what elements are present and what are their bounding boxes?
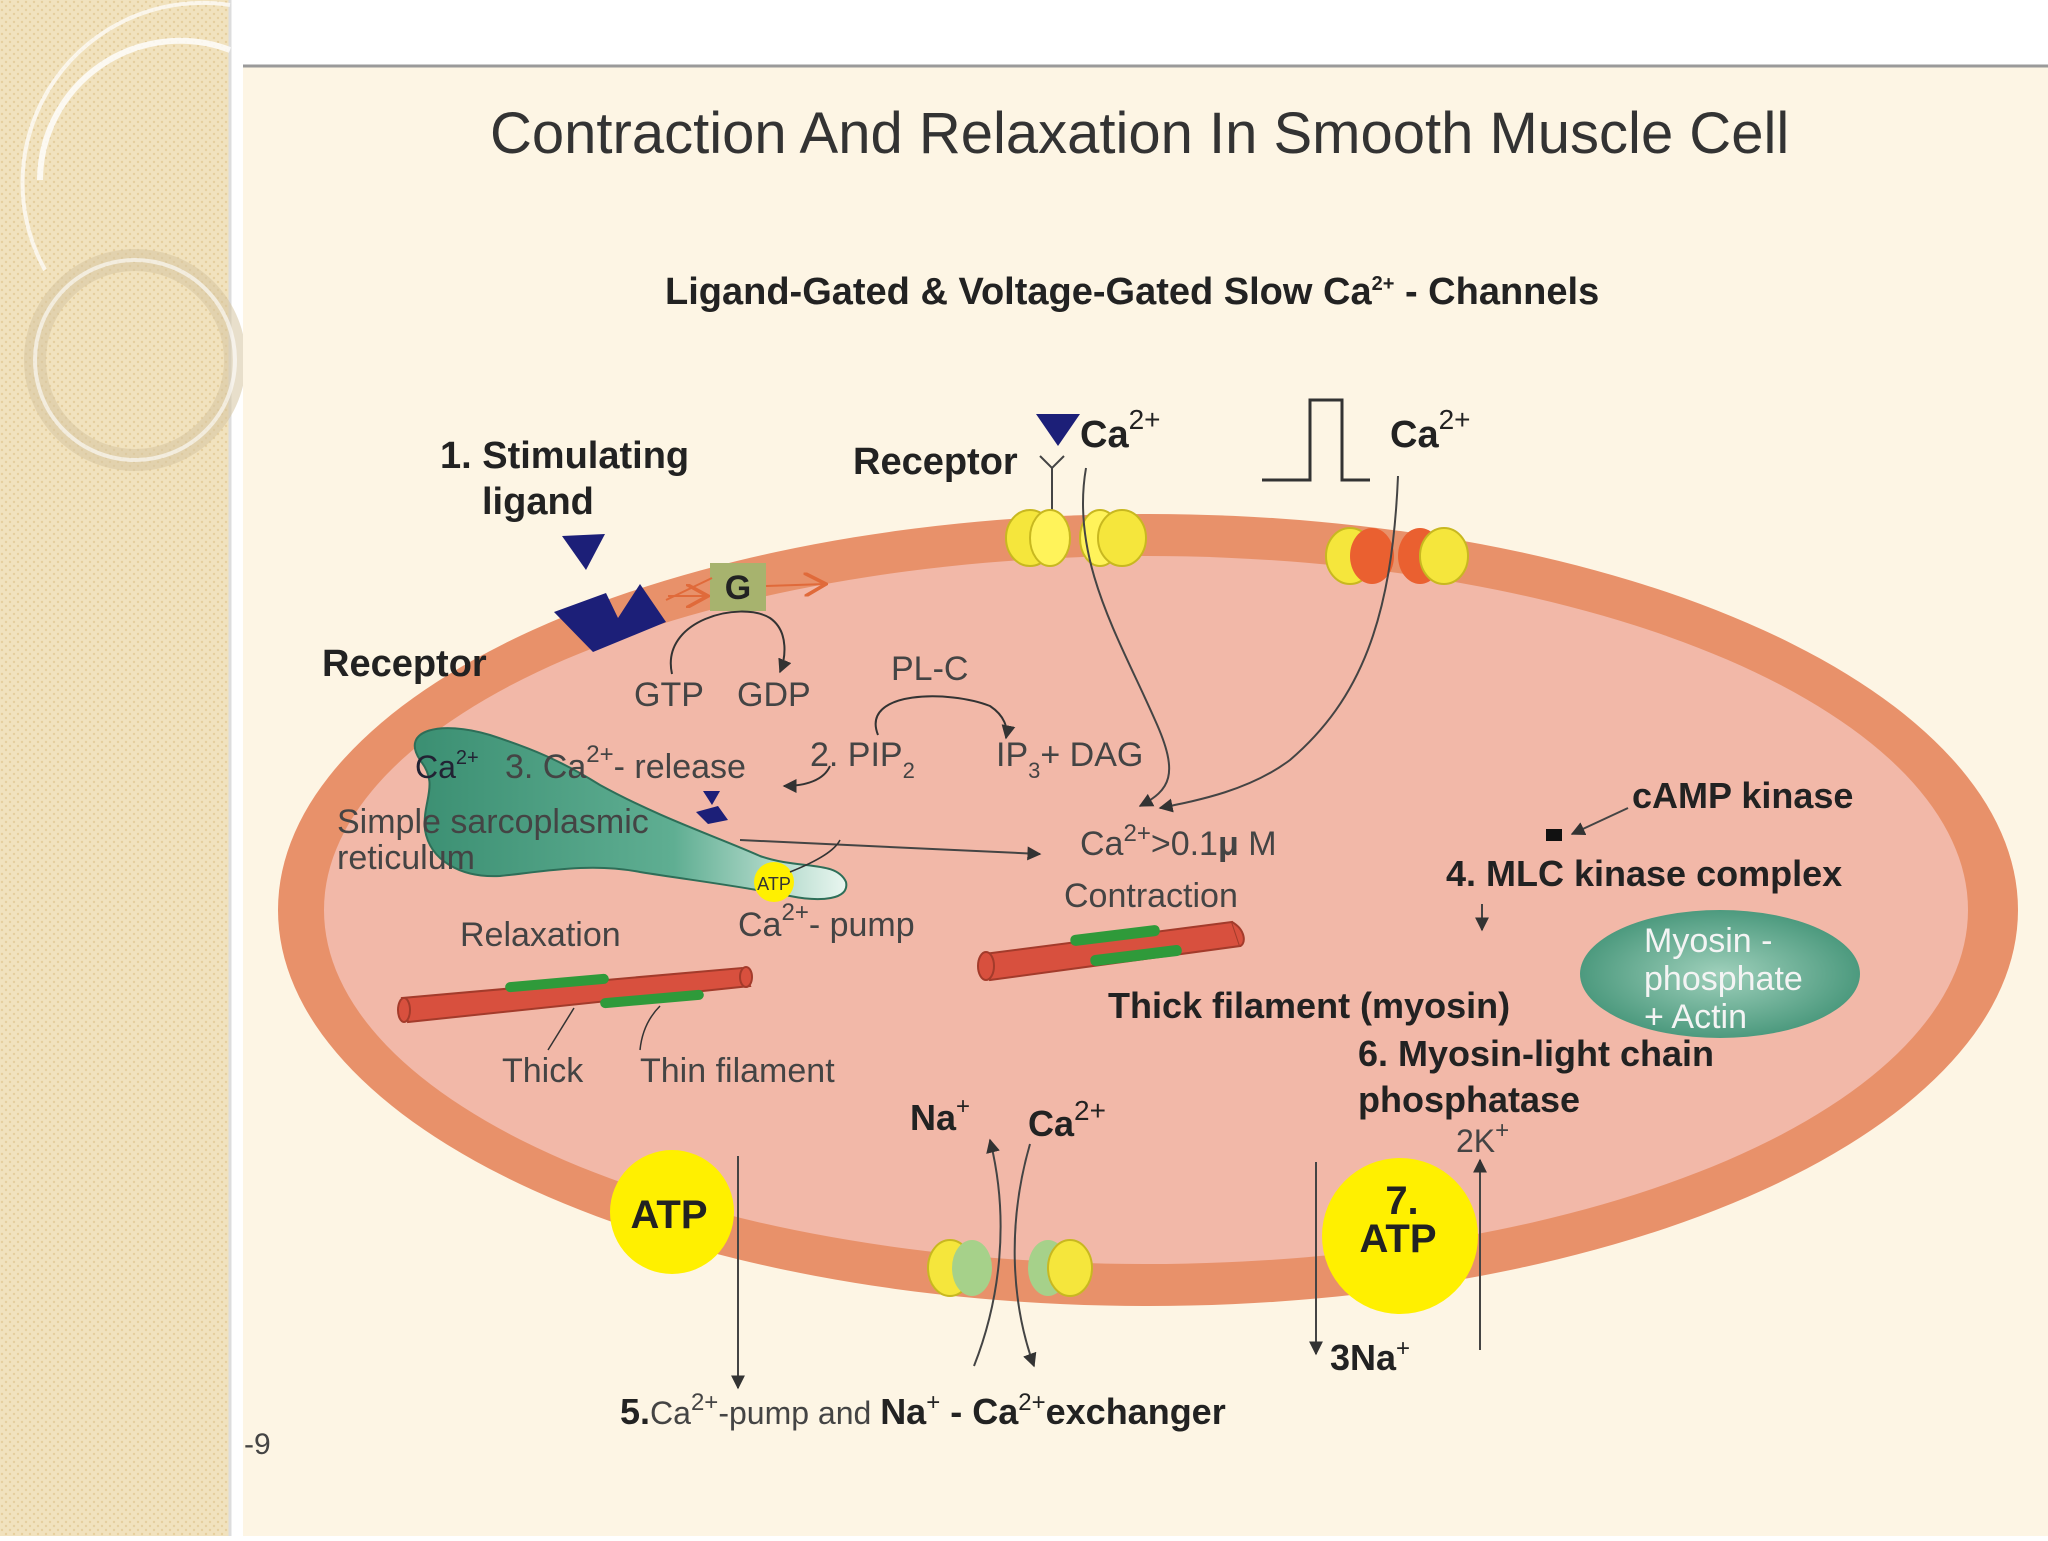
plc-arrow bbox=[874, 695, 1016, 740]
na-k-atpase-circle bbox=[1322, 1158, 1478, 1314]
atp-pump-circle bbox=[610, 1150, 734, 1274]
camp-arrow bbox=[1570, 807, 1629, 836]
ligand-gated-channel bbox=[1005, 509, 1147, 567]
camp-kinase-marker bbox=[1546, 829, 1562, 841]
voltage-pulse-icon bbox=[1262, 398, 1370, 482]
thin-filament-label: Thin filament bbox=[640, 1052, 835, 1090]
na3-label: 3Na+ bbox=[1330, 1335, 1410, 1378]
ligand-top-triangle bbox=[1036, 414, 1080, 446]
cytoplasm bbox=[324, 556, 1968, 1264]
sarcoplasmic-reticulum bbox=[413, 727, 848, 901]
sidebar-ring-top bbox=[37, 37, 232, 181]
ca-out-arrow bbox=[1013, 1143, 1037, 1368]
na-k-atpase-number: 7. bbox=[1385, 1179, 1418, 1223]
gtp-gdp-arrow bbox=[669, 610, 792, 675]
k-label: 2K+ bbox=[1456, 1117, 1509, 1159]
exchanger-footer-label: 5.Ca2+-pump and Na+ - Ca2+exchanger bbox=[620, 1389, 1226, 1432]
sr-atp-label: ATP bbox=[757, 874, 791, 894]
receptor-top-shape bbox=[1039, 455, 1065, 510]
na-in-arrow bbox=[973, 1138, 1002, 1367]
na-bottom-label: Na+ bbox=[910, 1093, 970, 1138]
slide-number: -9 bbox=[244, 1428, 271, 1461]
sr-to-cytosol-arrow bbox=[739, 839, 1042, 861]
voltage-gated-channel bbox=[1325, 527, 1469, 585]
atp-pump-label: ATP bbox=[630, 1193, 707, 1237]
g-protein-box bbox=[710, 563, 766, 611]
myosin-phosphate-ellipse bbox=[1580, 910, 1860, 1038]
ca-top2-label: Ca2+ bbox=[1390, 404, 1471, 456]
sidebar-pattern bbox=[0, 0, 230, 1536]
ip3-receptor-icon bbox=[696, 791, 728, 824]
page-title: Contraction And Relaxation In Smooth Mus… bbox=[490, 101, 1790, 166]
plc-label: PL-C bbox=[891, 650, 968, 688]
mlc-kinase-label: 4. MLC kinase complex bbox=[1446, 853, 1842, 894]
g-protein-arrow bbox=[765, 584, 826, 586]
relaxation-label: Relaxation bbox=[460, 916, 621, 954]
receptor-top-label: Receptor bbox=[853, 441, 1018, 483]
contracted-muscle-fiber bbox=[977, 920, 1245, 982]
ligand-channel-ca-arrow bbox=[1081, 467, 1171, 807]
ca-bottom-label: Ca2+ bbox=[1028, 1095, 1106, 1144]
ca-concentration-label: Ca2+>0.1μ M bbox=[1080, 820, 1277, 863]
gtp-label: GTP bbox=[634, 676, 704, 714]
ca-top1-label: Ca2+ bbox=[1080, 404, 1161, 456]
channels-heading: Ligand-Gated & Voltage-Gated Slow Ca2+ -… bbox=[665, 271, 1599, 313]
g-protein-label: G bbox=[725, 569, 751, 607]
ca-pump-label: Ca2+- pump bbox=[738, 899, 915, 944]
contraction-label: Contraction bbox=[1064, 877, 1238, 915]
myosin-phosphate-label: Myosin -phosphate+ Actin bbox=[1644, 922, 1803, 1036]
pip2-label: 2. PIP2 bbox=[810, 736, 915, 783]
thick-label: Thick bbox=[502, 1052, 584, 1090]
thick-filament-label: Thick filament (myosin) bbox=[1108, 985, 1510, 1026]
camp-kinase-label: cAMP kinase bbox=[1632, 775, 1853, 816]
sr-atp-circle bbox=[754, 862, 794, 902]
ligand-triangle bbox=[562, 534, 605, 570]
ip3-dag-label: IP3+ DAG bbox=[996, 736, 1143, 783]
na-ca-exchanger bbox=[927, 1239, 1093, 1297]
na-k-atpase-label: ATP bbox=[1359, 1217, 1436, 1261]
relaxed-muscle-fiber bbox=[397, 966, 753, 1024]
ca-release-label: 3. Ca2+- release bbox=[505, 741, 746, 786]
pip2-release-arrow bbox=[782, 765, 831, 793]
voltage-channel-ca-arrow bbox=[1158, 475, 1399, 813]
gdp-label: GDP bbox=[737, 676, 811, 714]
receptor-left-shape bbox=[554, 584, 666, 652]
sr-ca-label: Ca2+ bbox=[415, 747, 479, 785]
receptor-left-label: Receptor bbox=[322, 643, 487, 685]
